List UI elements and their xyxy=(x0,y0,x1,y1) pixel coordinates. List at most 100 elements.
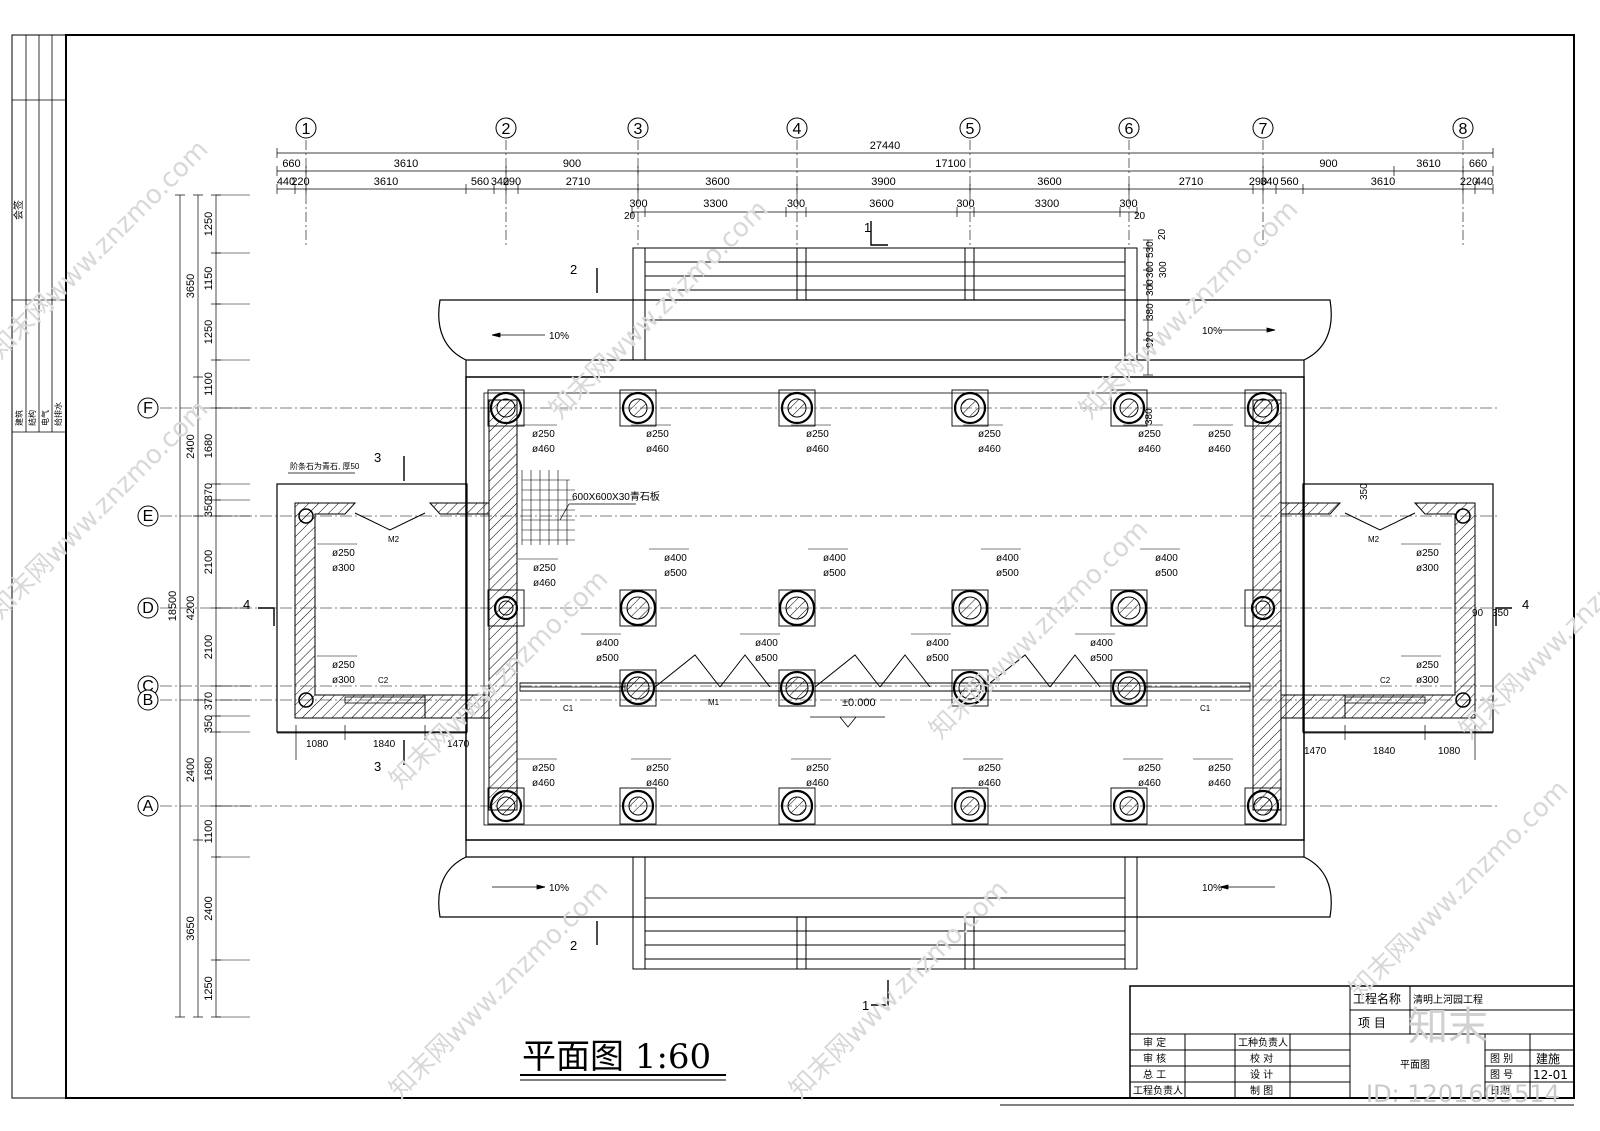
axis-bubble-label: 5 xyxy=(966,121,975,138)
dim-label: 530 xyxy=(1145,241,1156,258)
column-outer xyxy=(1112,391,1146,425)
column-label: ø460 xyxy=(533,578,556,589)
dim-label: 3600 xyxy=(1037,176,1061,188)
tb-date: 日期 xyxy=(1490,1085,1510,1097)
column-outer xyxy=(1246,391,1280,425)
axis-bubble xyxy=(1252,117,1274,139)
column-label: ø250 xyxy=(532,763,555,774)
column-outer xyxy=(621,391,655,425)
dim-label: 220 xyxy=(1460,176,1478,188)
column-outer xyxy=(489,391,523,425)
dim-label: 300 xyxy=(787,198,805,210)
dim-label: 3900 xyxy=(871,176,895,188)
column-shaft xyxy=(1119,398,1139,418)
section-marks xyxy=(258,221,1512,1006)
dim-label: 350 xyxy=(203,499,215,517)
column-shaft xyxy=(628,398,648,418)
section-mark-label: 4 xyxy=(243,597,250,612)
dim-label: 1150 xyxy=(203,267,215,291)
dim-label: 1100 xyxy=(203,372,215,396)
column-outer xyxy=(780,391,814,425)
dim-label: 920 xyxy=(1145,331,1156,348)
columns: ø250ø460ø250ø460ø250ø460ø250ø460ø250ø460… xyxy=(298,389,1471,825)
axis-bubble xyxy=(137,397,159,419)
wing-left-outline xyxy=(276,483,468,733)
column-label: ø300 xyxy=(1416,563,1439,574)
dim-label: 3600 xyxy=(869,198,893,210)
title-underline xyxy=(520,1074,726,1081)
column-label: ø300 xyxy=(1416,675,1439,686)
column-label: ø400 xyxy=(596,638,619,649)
dim-label: 290 xyxy=(503,176,521,188)
column-label: ø250 xyxy=(1138,429,1161,440)
column-label: ø250 xyxy=(532,429,555,440)
axis-bubble xyxy=(1452,117,1474,139)
column-shaft xyxy=(496,796,516,816)
column-base xyxy=(1244,389,1282,427)
column-outer xyxy=(952,670,988,706)
column-base xyxy=(778,669,816,707)
watermark-text: 知末网www.znzmo.com xyxy=(0,134,214,365)
dim-label: 3300 xyxy=(1035,198,1059,210)
dim-label: 1250 xyxy=(203,320,215,344)
axis-bubble-label: F xyxy=(143,400,153,417)
column-outer xyxy=(621,789,655,823)
left-dimensions: 1850036502400420024003650125011501250110… xyxy=(167,194,250,1018)
section-mark-label: 1 xyxy=(862,998,869,1013)
column-shaft xyxy=(958,596,982,620)
window-label: C2 xyxy=(378,676,389,685)
dim-label: 3610 xyxy=(374,176,398,188)
dim-label: 340 xyxy=(491,176,509,188)
column-label: ø500 xyxy=(1090,653,1113,664)
column-label: ø500 xyxy=(1155,568,1178,579)
dim-label: 370 xyxy=(203,692,215,710)
column-base xyxy=(1110,669,1148,707)
tb-role: 制 图 xyxy=(1250,1084,1273,1097)
wing-dim: 1840 xyxy=(1373,746,1396,757)
dim-label: 3610 xyxy=(394,158,418,170)
column-shaft xyxy=(960,398,980,418)
wing-dim: 350 xyxy=(1492,608,1509,619)
column-base xyxy=(487,389,525,427)
watermark-id: ID: 1201605514 xyxy=(1366,1080,1560,1108)
dim-label: 340 xyxy=(1260,176,1278,188)
dim-label: 3650 xyxy=(185,916,197,940)
column-shaft xyxy=(1117,676,1141,700)
side-strip-discipline: 结构 xyxy=(27,410,37,426)
section-mark-label: 3 xyxy=(374,759,381,774)
axis-bubble xyxy=(137,597,159,619)
dim-label: 440 xyxy=(1475,176,1493,188)
dim-label: 20 xyxy=(1157,228,1168,240)
column-shaft xyxy=(785,676,809,700)
column-label: ø300 xyxy=(332,563,355,574)
column-label: ø460 xyxy=(806,778,829,789)
column-label: ø460 xyxy=(1138,444,1161,455)
column-label: ø250 xyxy=(1416,660,1439,671)
axis-bubble xyxy=(137,795,159,817)
column-base xyxy=(487,589,525,627)
column-shaft xyxy=(1117,596,1141,620)
column-label: ø250 xyxy=(806,763,829,774)
column-base xyxy=(1110,389,1148,427)
column-outer xyxy=(493,595,519,621)
column-shaft xyxy=(1455,692,1471,708)
dim-label: 18500 xyxy=(167,591,179,622)
tb-role: 审 核 xyxy=(1143,1052,1166,1065)
column-label: ø400 xyxy=(996,553,1019,564)
drawing-title: 平面图 1:60 xyxy=(522,1037,711,1077)
column-label: ø500 xyxy=(596,653,619,664)
tb-role: 设 计 xyxy=(1250,1068,1273,1081)
wing-dim: 1470 xyxy=(1304,746,1327,757)
tb-role: 校 对 xyxy=(1250,1052,1273,1065)
dim-label: 900 xyxy=(1319,158,1337,170)
dim-label: 2400 xyxy=(185,434,197,458)
column-shaft xyxy=(628,796,648,816)
dim-label: 3650 xyxy=(185,274,197,298)
watermark-logo: 知末 xyxy=(1408,1004,1488,1050)
dim-label: 1100 xyxy=(203,820,215,844)
section-mark-label: 2 xyxy=(570,938,577,953)
side-strip-disciplines: 建筑 结构 电气 给排水 xyxy=(14,402,63,426)
tb-cat-value: 建施 xyxy=(1536,1052,1560,1066)
